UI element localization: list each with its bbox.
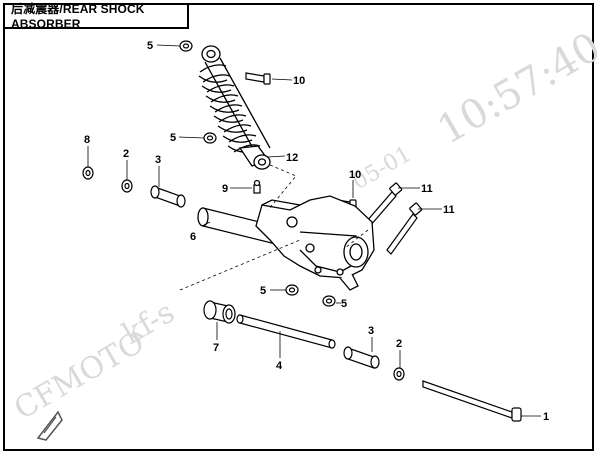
bushing-part-3-upper xyxy=(150,185,186,208)
bearing-part-7 xyxy=(203,300,236,324)
diagram-title: 后减震器/REAR SHOCK ABSORBER xyxy=(3,2,189,31)
callout-5-top: 5 xyxy=(147,40,153,52)
nut-part-5-lower-left xyxy=(285,284,299,296)
grease-nipple-part-9 xyxy=(253,179,261,194)
bushing-part-3-lower xyxy=(343,346,380,369)
washer-part-8 xyxy=(82,166,94,180)
bolt-part-11-lower xyxy=(386,202,423,255)
shock-absorber xyxy=(198,45,271,170)
callout-5-lower-right: 5 xyxy=(341,298,347,310)
callout-4: 4 xyxy=(276,360,283,372)
callout-9: 9 xyxy=(222,183,228,195)
callout-3-lower: 3 xyxy=(368,325,374,337)
callout-3-upper: 3 xyxy=(155,154,161,166)
callout-6: 6 xyxy=(190,231,196,243)
callout-5-middle: 5 xyxy=(170,132,176,144)
bolt-part-10-top xyxy=(245,72,271,85)
callout-1: 1 xyxy=(543,411,549,423)
callout-7: 7 xyxy=(213,342,219,354)
shaft-part-4 xyxy=(236,314,336,349)
callout-10-top: 10 xyxy=(293,75,305,87)
washer-part-2-lower xyxy=(393,367,405,381)
brand-logo-icon xyxy=(36,410,63,441)
swing-arm-part-6 xyxy=(197,195,375,291)
callout-2-lower: 2 xyxy=(396,338,402,350)
washer-part-2-upper xyxy=(121,179,133,193)
nut-part-5-middle xyxy=(203,132,217,144)
nut-part-5-top xyxy=(179,40,193,52)
diagram-frame xyxy=(3,3,594,451)
bolt-part-1 xyxy=(422,380,522,422)
callout-8: 8 xyxy=(84,134,90,146)
callout-2-upper: 2 xyxy=(123,148,129,160)
callout-12: 12 xyxy=(286,152,298,164)
watermark-time: 10:57:40 xyxy=(430,24,600,154)
callout-leader-lines xyxy=(87,44,541,417)
assembly-guide-lines xyxy=(179,164,369,291)
callout-numbers: 5 10 5 12 8 2 3 9 10 11 11 6 5 5 7 4 3 2… xyxy=(84,40,549,423)
callout-11-upper: 11 xyxy=(421,183,433,195)
bolt-part-11-upper xyxy=(365,182,403,227)
nut-part-5-lower-right xyxy=(322,295,336,307)
callout-10-lower: 10 xyxy=(349,169,361,181)
callout-5-lower-left: 5 xyxy=(260,285,266,297)
callout-11-lower: 11 xyxy=(443,204,455,216)
